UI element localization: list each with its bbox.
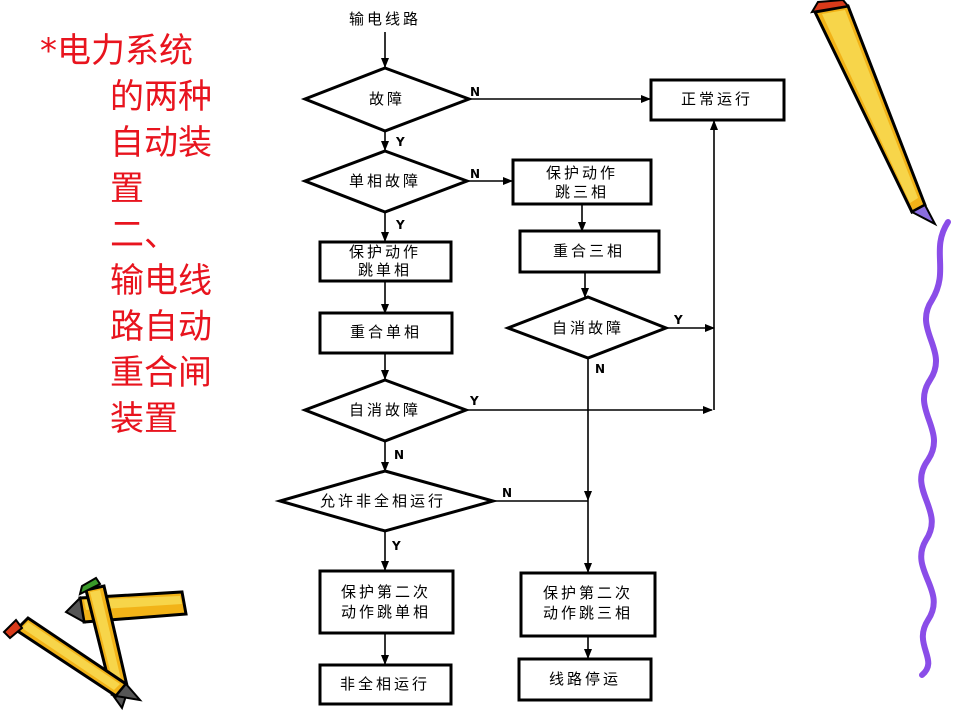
allow-open-phase-decision: 允许非全相运行 — [274, 469, 499, 533]
yes-label: Y — [391, 539, 401, 553]
title-line: 置 — [110, 169, 144, 209]
trip-single-phase-box: 保护动作 跳单相 — [318, 240, 453, 283]
reclose-three-label: 重合三相 — [553, 242, 625, 260]
fault-label: 故障 — [369, 90, 405, 108]
title-line: 的两种 — [110, 77, 212, 117]
single-phase-fault-label: 单相故障 — [349, 172, 421, 190]
pencil-icon — [2, 616, 143, 702]
normal-operation-box: 正常运行 — [649, 78, 786, 122]
yes-label: Y — [673, 313, 683, 327]
second-trip-three-box: 保护第二次 动作跳三相 — [519, 571, 657, 638]
open-phase-run-box: 非全相运行 — [318, 663, 453, 706]
self-clear-decision-left: 自消故障 — [300, 378, 471, 443]
pencil-icon — [64, 590, 188, 624]
yes-label: Y — [395, 135, 405, 149]
no-label: N — [394, 448, 404, 462]
single-phase-fault-decision: 单相故障 — [300, 149, 472, 214]
trip-three-line1: 保护动作 — [546, 164, 618, 182]
no-label: N — [470, 85, 480, 99]
second-trip-single-line2: 动作跳单相 — [341, 603, 431, 621]
slide-title: *电力系统 的两种 自动装 置 二、 输电线 路自动 重合闸 装置 — [40, 28, 240, 442]
trip-three-line2: 跳三相 — [555, 183, 609, 201]
normal-label: 正常运行 — [681, 90, 753, 108]
flow-connectors — [381, 32, 718, 665]
line-stop-box: 线路停运 — [517, 657, 653, 702]
title-line: 装置 — [110, 399, 178, 439]
title-line: 路自动 — [110, 307, 212, 347]
start-label: 输电线路 — [349, 10, 421, 28]
self-clear-right-label: 自消故障 — [552, 319, 624, 337]
title-line: 输电线 — [110, 261, 212, 301]
pencil-icon — [78, 576, 130, 711]
self-clear-decision-right: 自消故障 — [503, 295, 671, 360]
trip-single-line2: 跳单相 — [358, 261, 412, 279]
reclose-single-label: 重合单相 — [350, 323, 422, 341]
fault-decision: 故障 — [300, 66, 474, 133]
line-stop-label: 线路停运 — [549, 670, 621, 688]
title-line: *电力系统 — [40, 31, 193, 71]
reclose-three-phase-box: 重合三相 — [518, 229, 661, 274]
second-trip-three-line2: 动作跳三相 — [543, 604, 633, 622]
pencil-icon — [810, 0, 938, 227]
title-line: 二、 — [110, 215, 178, 255]
reclose-single-phase-box: 重合单相 — [318, 311, 454, 355]
no-label: N — [470, 167, 480, 181]
title-line: 重合闸 — [110, 353, 212, 393]
no-label: N — [502, 486, 512, 500]
wavy-line-decoration — [918, 219, 951, 678]
title-line: 自动装 — [110, 123, 212, 163]
second-trip-single-box: 保护第二次 动作跳单相 — [318, 569, 455, 635]
second-trip-single-line1: 保护第二次 — [341, 583, 431, 601]
self-clear-left-label: 自消故障 — [349, 401, 421, 419]
trip-single-line1: 保护动作 — [349, 243, 421, 261]
yes-label: Y — [469, 394, 479, 408]
allow-open-phase-label: 允许非全相运行 — [320, 492, 446, 510]
no-label: N — [595, 362, 605, 376]
yes-label: Y — [395, 218, 405, 232]
second-trip-three-line1: 保护第二次 — [543, 584, 633, 602]
open-phase-run-label: 非全相运行 — [340, 675, 430, 693]
trip-three-phase-box: 保护动作 跳三相 — [511, 158, 653, 206]
